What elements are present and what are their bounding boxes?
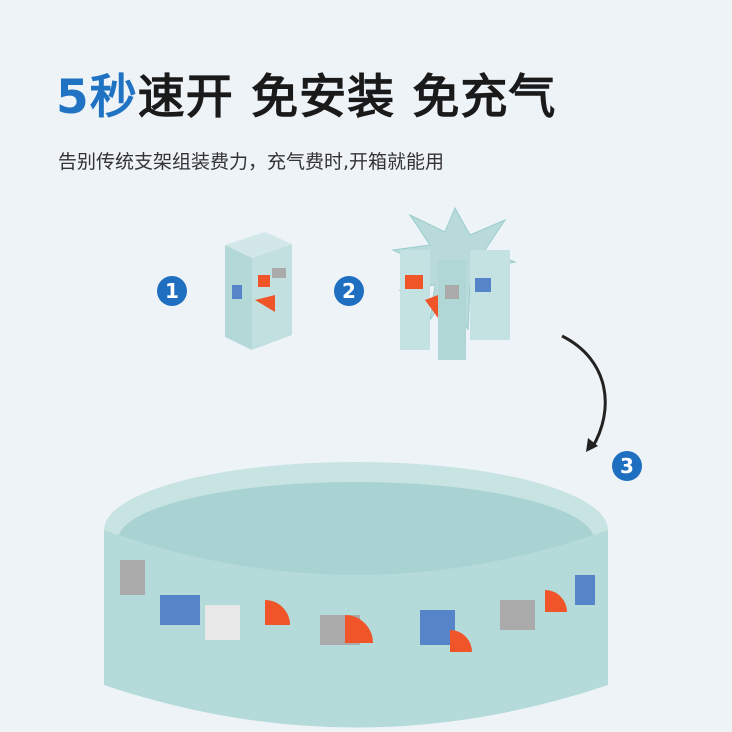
pool-image	[104, 462, 608, 728]
folded-pool-image	[225, 232, 292, 350]
unfolding-pool-image	[391, 206, 517, 360]
step-1-badge: 1	[157, 276, 187, 306]
subtitle: 告别传统支架组装费力，充气费时,开箱就能用	[58, 151, 445, 173]
headline-accent: 5秒	[56, 70, 138, 125]
step-2-badge: 2	[334, 276, 364, 306]
curved-arrow-icon	[561, 334, 607, 449]
headline: 5秒速开 免安装 免充气	[56, 58, 556, 127]
headline-rest: 速开 免安装 免充气	[137, 70, 557, 125]
step-3-badge: 3	[612, 451, 642, 481]
